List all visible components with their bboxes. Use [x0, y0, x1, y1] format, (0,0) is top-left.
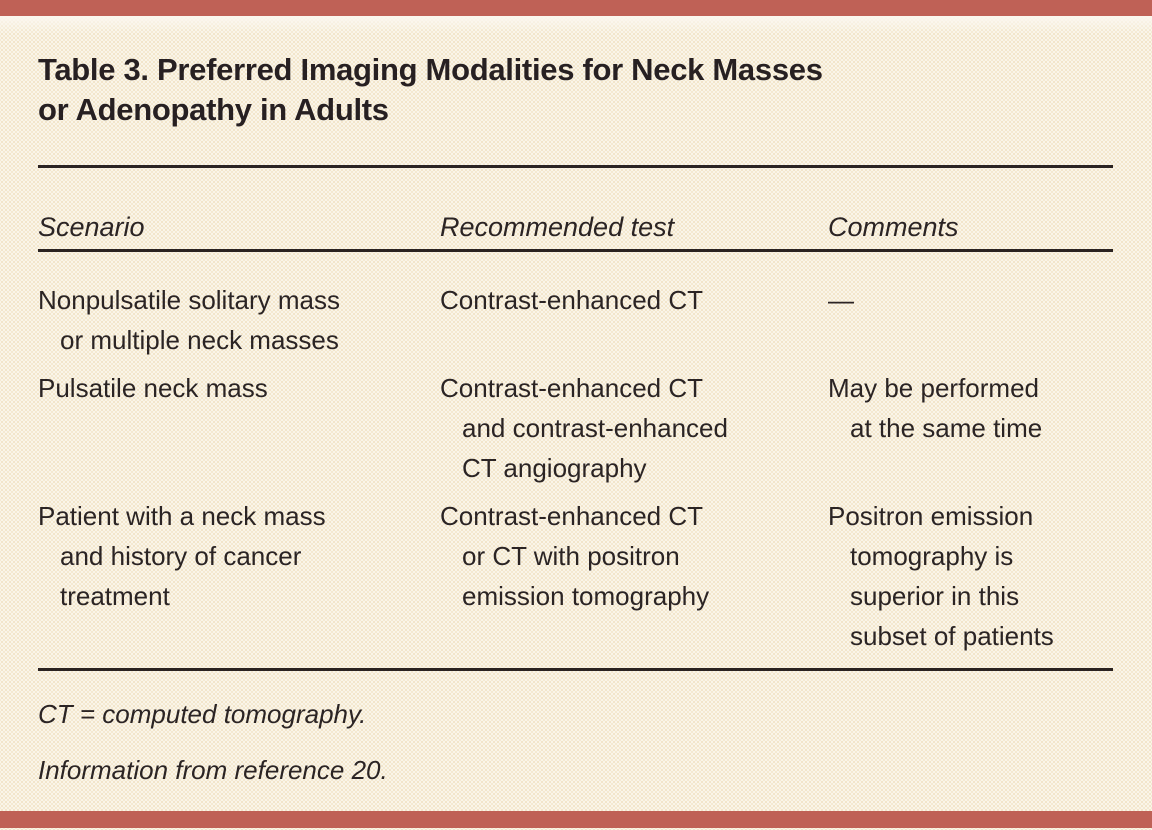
table-row: Pulsatile neck mass Contrast-enhanced CT a…	[38, 368, 1113, 488]
column-header-comments: Comments	[828, 212, 959, 242]
cell-line: and contrast-enhanced	[462, 413, 728, 443]
cell-line: or CT with positron	[462, 541, 680, 571]
cell-line: CT angiography	[462, 453, 647, 483]
table-row: Patient with a neck mass and history of c…	[38, 496, 1113, 656]
cell-line: Contrast-enhanced CT	[440, 373, 704, 403]
cell-scenario: Pulsatile neck mass	[38, 368, 440, 488]
cell-line: at the same time	[850, 413, 1043, 443]
paper-sheen	[0, 16, 1152, 34]
cell-line: and history of cancer	[60, 541, 302, 571]
footnote-source: Information from reference 20.	[38, 755, 388, 785]
cell-line: tomography is	[850, 541, 1014, 571]
top-accent-bar	[0, 0, 1152, 16]
footnote-abbreviation: CT = computed tomography.	[38, 699, 367, 729]
rule-above-footnotes	[38, 668, 1113, 671]
cell-line: Pulsatile neck mass	[38, 373, 268, 403]
rule-below-title	[38, 165, 1113, 168]
cell-comments: Positron emission tomography is superior i…	[828, 496, 1113, 656]
cell-comments: May be performed at the same time	[828, 368, 1113, 488]
table-title-line2: or Adenopathy in Adults	[38, 92, 389, 127]
table-body: Nonpulsatile solitary mass or multiple ne…	[38, 280, 1113, 656]
bottom-accent-bar	[0, 811, 1152, 828]
cell-test: Contrast-enhanced CT	[440, 280, 828, 360]
cell-test: Contrast-enhanced CT or CT with positron e…	[440, 496, 828, 656]
column-header-scenario: Scenario	[38, 212, 145, 242]
column-header-recommended-test: Recommended test	[440, 212, 675, 242]
cell-line: subset of patients	[850, 621, 1054, 651]
cell-scenario: Nonpulsatile solitary mass or multiple ne…	[38, 280, 440, 360]
cell-scenario: Patient with a neck mass and history of c…	[38, 496, 440, 656]
table-title: Table 3. Preferred Imaging Modalities fo…	[38, 50, 1113, 130]
cell-line: Contrast-enhanced CT	[440, 501, 704, 531]
cell-line: treatment	[60, 581, 170, 611]
cell-line: or multiple neck masses	[60, 325, 339, 355]
cell-line: Contrast-enhanced CT	[440, 285, 704, 315]
cell-line: Patient with a neck mass	[38, 501, 326, 531]
cell-comments: —	[828, 280, 1113, 360]
cell-line: emission tomography	[462, 581, 710, 611]
cell-line: superior in this	[850, 581, 1020, 611]
cell-test: Contrast-enhanced CT and contrast-enhance…	[440, 368, 828, 488]
cell-line: Positron emission	[828, 501, 1034, 531]
table-header-row: Scenario Recommended test Comments	[38, 210, 1113, 244]
table-row: Nonpulsatile solitary mass or multiple ne…	[38, 280, 1113, 360]
cell-line: —	[828, 285, 854, 315]
cell-line: May be performed	[828, 373, 1039, 403]
rule-below-headers	[38, 249, 1113, 252]
table-title-line1: Table 3. Preferred Imaging Modalities fo…	[38, 52, 823, 87]
cell-line: Nonpulsatile solitary mass	[38, 285, 341, 315]
table-content: Table 3. Preferred Imaging Modalities fo…	[38, 0, 1113, 787]
